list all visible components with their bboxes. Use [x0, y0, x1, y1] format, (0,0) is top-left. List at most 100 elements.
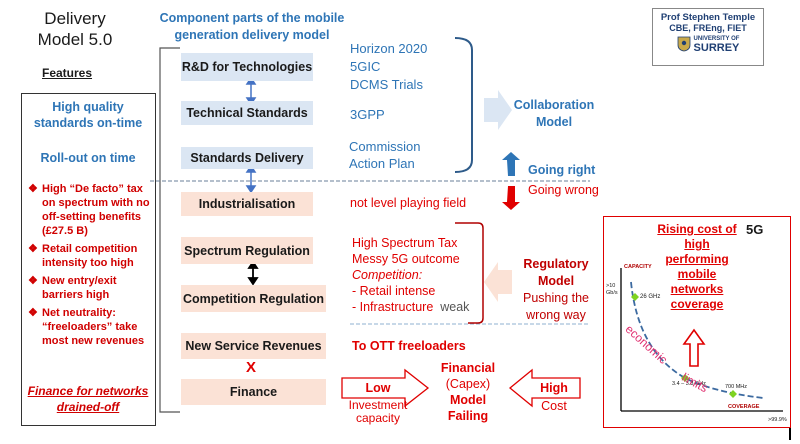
bullet-text: Retail competition intensity too high [42, 243, 138, 269]
bullet-text: New entry/exit barriers high [42, 275, 117, 301]
diamond-bullet-icon: ❖ [28, 307, 38, 319]
features-heading: Features [42, 66, 93, 80]
regulatory-line-2: Model [537, 274, 575, 288]
down-arrow-icon [502, 186, 520, 210]
up-arrow-icon [502, 152, 520, 176]
component-heading: Component parts of the mobile generation… [152, 10, 352, 44]
inset-point-icon [729, 390, 737, 398]
author-credentials: CBE, FREng, FIET [669, 23, 747, 33]
investment-line-2: capacity [355, 411, 401, 425]
component-heading-line-1: Component parts of the mobile [159, 11, 345, 25]
bullet-text: High “De facto” tax on spectrum with no … [42, 183, 150, 237]
inset-point-icon [631, 293, 639, 301]
rd-note: 5GIC [350, 59, 381, 74]
university-crest-icon [677, 36, 690, 52]
inset-title-line: high [684, 237, 710, 251]
collab-brace [454, 37, 473, 173]
inset-title-line: coverage [670, 297, 724, 311]
diamond-bullet-icon: ❖ [28, 243, 38, 255]
inset-x-label: COVERAGE [728, 404, 760, 410]
collab-arrow-icon [484, 90, 512, 130]
inset-title: Rising cost of high performing mobile ne… [656, 222, 738, 312]
infra-note: - Infrastructure [352, 300, 434, 314]
financial-line-4: Failing [447, 409, 489, 423]
ott-note: To OTT freeloaders [352, 339, 466, 353]
title-line-1: Delivery [44, 9, 106, 28]
box-new-service-revenues: New Service Revenues [181, 333, 326, 359]
inset-badge: 5G [746, 222, 764, 237]
investment-label: Investment capacity [339, 399, 417, 425]
industrial-note: not level playing field [350, 196, 467, 210]
rd-note: Horizon 2020 [350, 41, 428, 56]
inset-chart [620, 268, 783, 412]
author-name: Prof Stephen Temple [660, 12, 756, 23]
inset-point-label: 3.4 – 3.8 GHz [672, 381, 706, 387]
delivery-note: Commission [349, 139, 421, 154]
feature-bullet: ❖ New entry/exit barriers high [28, 274, 152, 302]
box-spectrum-regulation: Spectrum Regulation [181, 237, 313, 264]
inset-point-icon [681, 374, 689, 382]
university-name: SURREY [693, 42, 740, 54]
low-arrow-icon [341, 368, 430, 408]
university-top: UNIVERSITY OF [693, 36, 740, 42]
features-panel [21, 93, 156, 426]
collaboration-label: Collaboration Model [506, 97, 602, 131]
inset-title-line: networks [670, 282, 724, 296]
high-arrow-icon [508, 368, 581, 408]
regulatory-line-3: Pushing the [522, 291, 590, 305]
inset-panel [603, 216, 791, 428]
box-finance: Finance [181, 379, 326, 405]
inset-y-tick: >10 Gb/s [606, 283, 618, 296]
regulatory-line-4: wrong way [526, 308, 586, 322]
box-competition-regulation: Competition Regulation [181, 285, 326, 312]
weak-note: weak [440, 300, 470, 314]
delivery-notes: Commission Action Plan [349, 138, 421, 172]
cost-label: Cost [541, 399, 567, 413]
finance-note: Finance for networks drained-off [27, 384, 149, 414]
financial-line-2: (Capex) [445, 377, 491, 391]
retail-note: - Retail intense [352, 284, 436, 298]
box-rd: R&D for Technologies [181, 53, 313, 81]
inset-point-label: 26 GHz [640, 294, 661, 300]
collaboration-line-2: Model [535, 115, 573, 129]
bullet-text: Net neutrality: “freeloaders” take most … [42, 307, 145, 347]
investment-line-1: Investment [348, 398, 408, 412]
rd-note: DCMS Trials [350, 77, 423, 92]
financial-label: Financial (Capex) Model Failing [428, 360, 508, 424]
regulatory-bracket [455, 222, 484, 324]
feature-bullets: ❖ High “De facto” tax on spectrum with n… [28, 182, 152, 348]
competition-label: Competition [352, 268, 419, 282]
box-standards-delivery: Standards Delivery [181, 147, 313, 169]
double-arrow-icon [245, 164, 257, 194]
going-right-label: Going right [528, 163, 596, 177]
delivery-note: Action Plan [349, 156, 415, 171]
regulatory-line-1: Regulatory [523, 257, 589, 271]
component-heading-line-2: generation delivery model [174, 28, 330, 42]
x-mark: X [246, 359, 257, 376]
author-card: Prof Stephen Temple CBE, FREng, FIET UNI… [652, 8, 764, 66]
spectrum-note-2: Messy 5G outcome [352, 252, 460, 266]
diamond-bullet-icon: ❖ [28, 183, 38, 195]
box-industrialisation: Industrialisation [181, 192, 313, 216]
inset-point-label: 700 MHz [725, 384, 748, 390]
feature-bullet: ❖ High “De facto” tax on spectrum with n… [28, 182, 152, 238]
inset-title-line: mobile [677, 267, 717, 281]
diamond-bullet-icon: ❖ [28, 275, 38, 287]
high-label: High [540, 381, 568, 395]
inset-x-tick: >99.9% [768, 417, 787, 423]
collaboration-line-1: Collaboration [513, 98, 595, 112]
spectrum-note-1: High Spectrum Tax [352, 236, 458, 250]
rising-arrow-icon [682, 328, 706, 367]
feature-bullet: ❖ Retail competition intensity too high [28, 242, 152, 270]
box-technical-standards: Technical Standards [181, 101, 313, 125]
inset-title-line: Rising cost of [657, 222, 737, 236]
tech-note: 3GPP [350, 107, 385, 122]
low-label: Low [365, 381, 391, 395]
regulatory-label: Regulatory Model Pushing the wrong way [513, 256, 599, 324]
feature-rollout: Roll-out on time [40, 151, 136, 165]
financial-line-1: Financial [440, 361, 496, 375]
financial-line-3: Model [449, 393, 487, 407]
title-line-2: Model 5.0 [37, 30, 113, 49]
feature-quality: High quality standards on-time [33, 100, 143, 130]
